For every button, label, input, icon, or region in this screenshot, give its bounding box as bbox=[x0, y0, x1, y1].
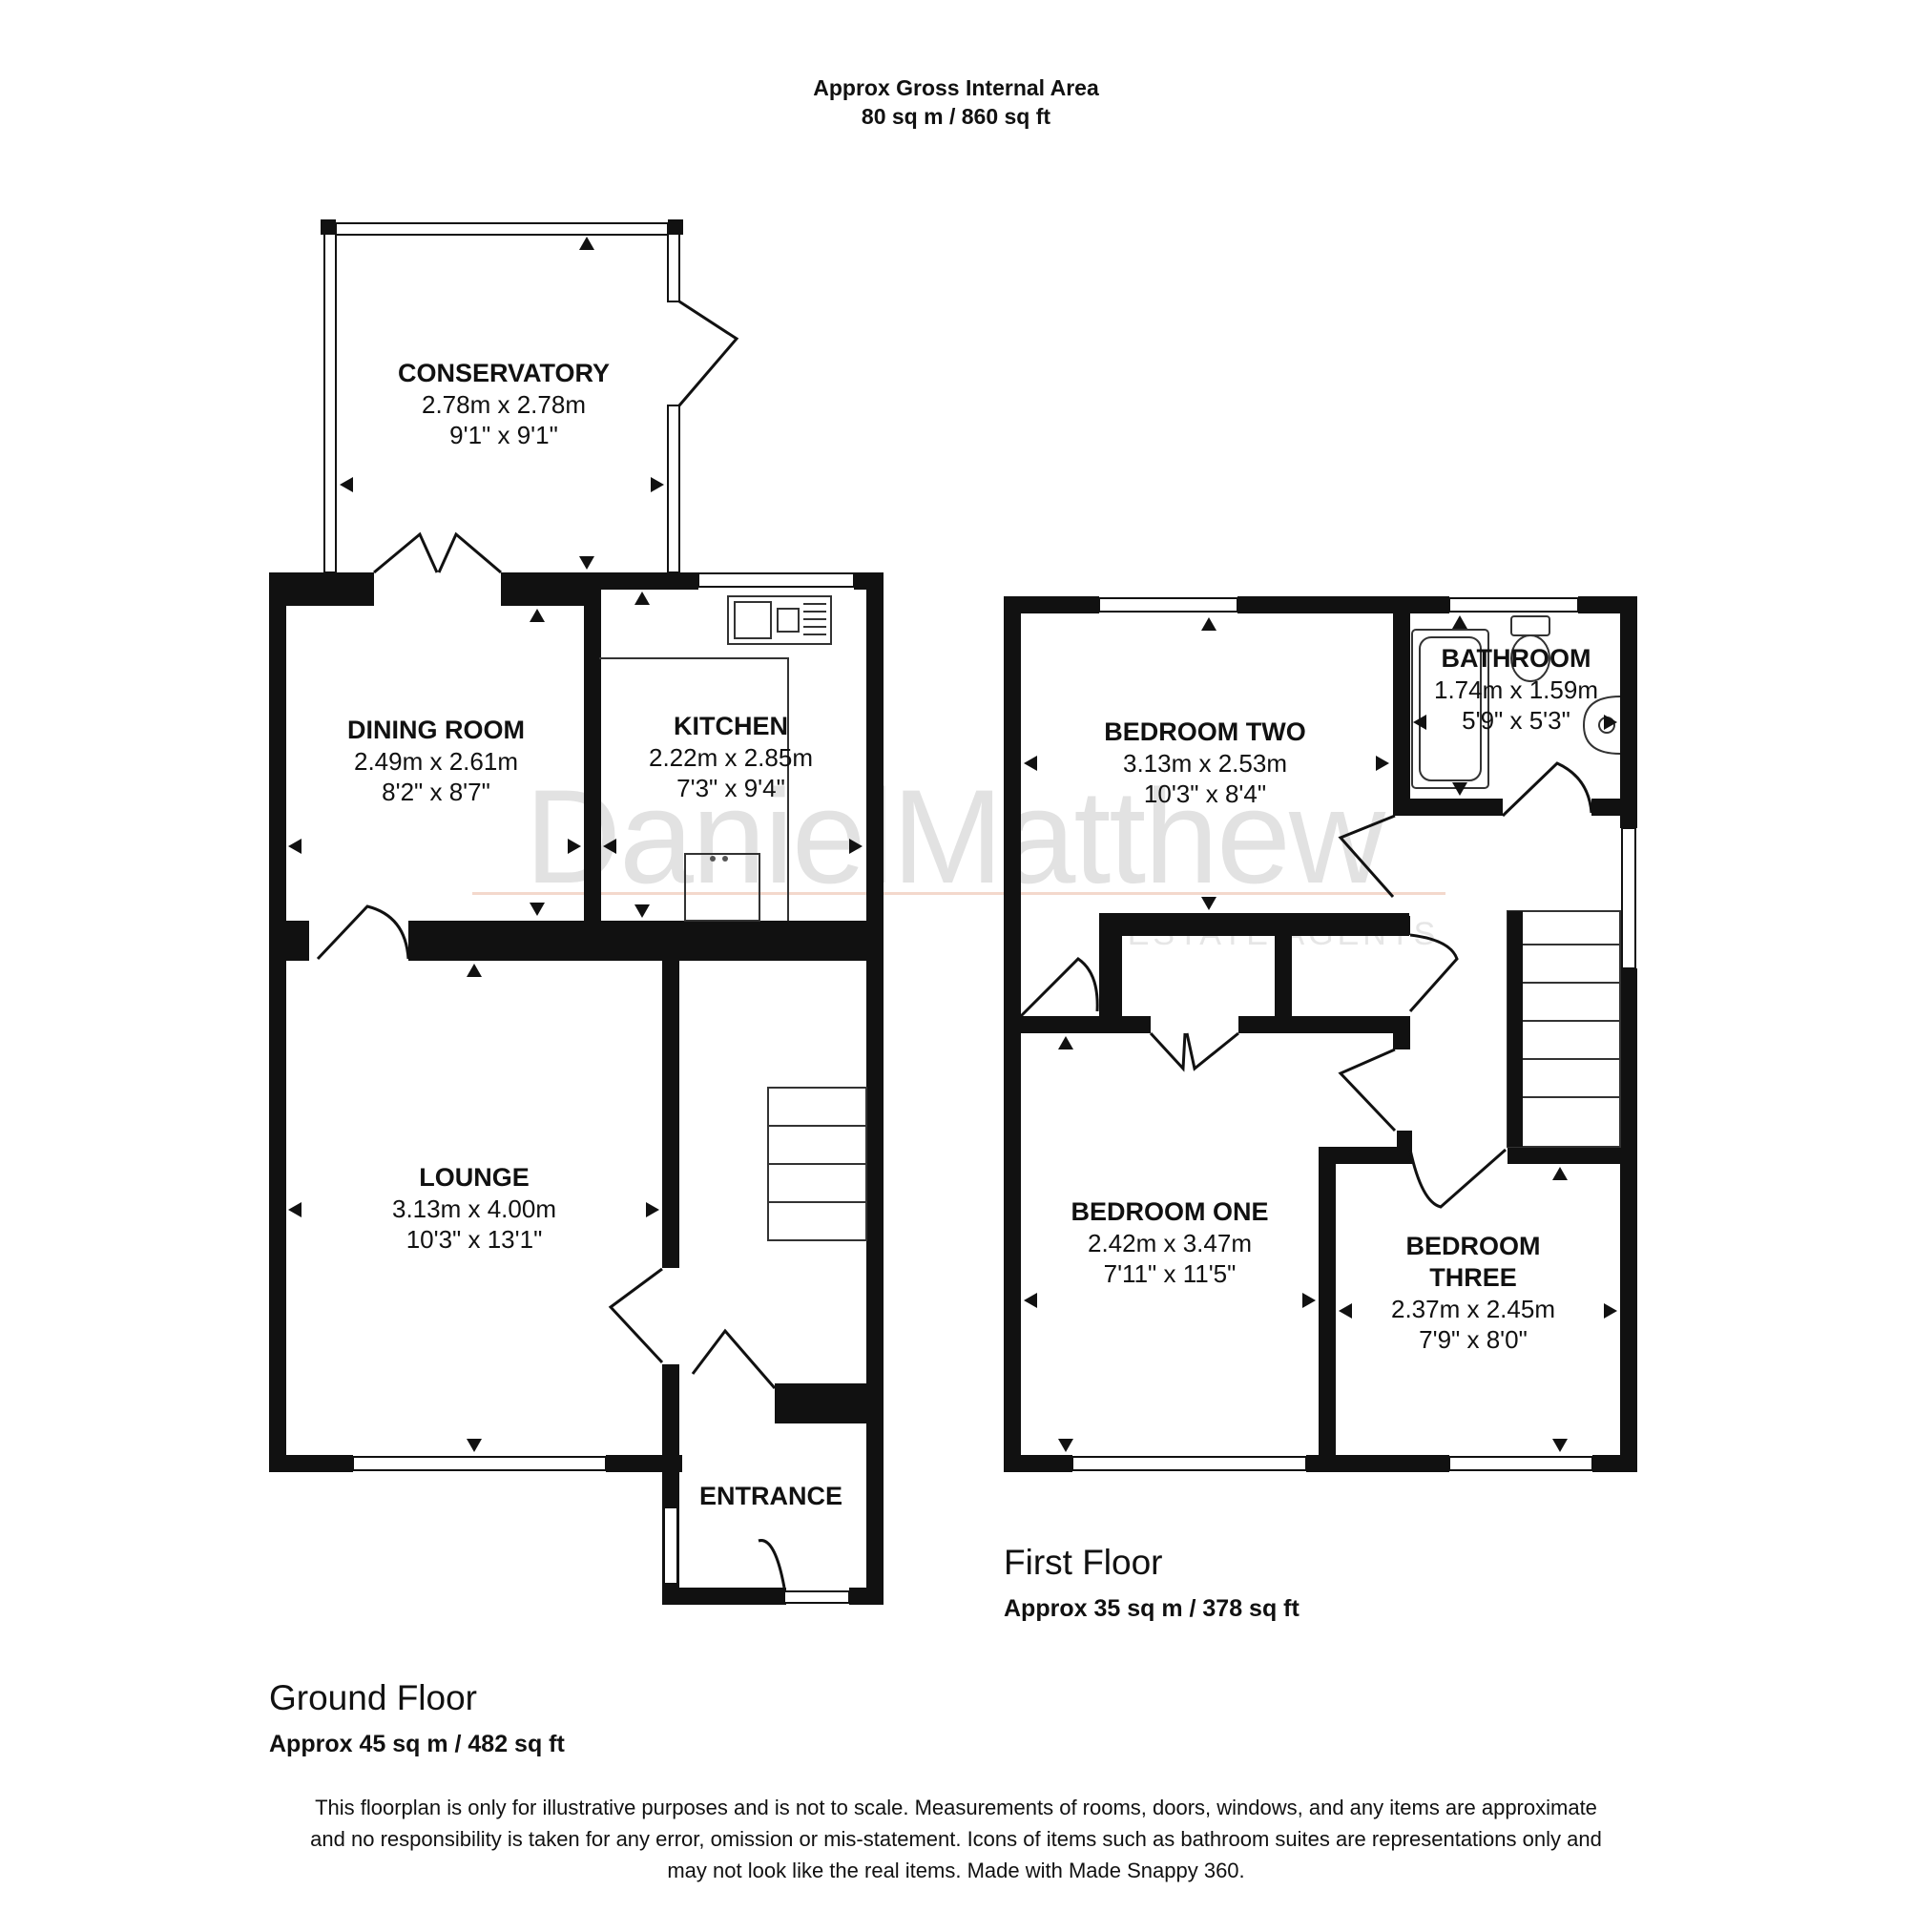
header-area: 80 sq m / 860 sq ft bbox=[862, 104, 1050, 129]
entrance-door-glazing bbox=[783, 1590, 850, 1604]
bathroom-door bbox=[1501, 761, 1593, 818]
room-label-bedroom-one: BEDROOM ONE 2.42m x 3.47m 7'11" x 11'5" bbox=[1071, 1197, 1268, 1288]
watermark-brand: DanielMatthew bbox=[525, 761, 1386, 911]
bedroom-one-wardrobe-doors bbox=[1149, 1031, 1239, 1072]
bedroom-two-cupboard-door bbox=[1019, 957, 1099, 1018]
svg-text:3.13m x 4.00m: 3.13m x 4.00m bbox=[392, 1195, 556, 1223]
room-label-dining-room: DINING ROOM 2.49m x 2.61m 8'2" x 8'7" bbox=[347, 716, 525, 806]
svg-text:5'9" x 5'3": 5'9" x 5'3" bbox=[1462, 706, 1570, 735]
room-label-entrance: ENTRANCE bbox=[699, 1482, 842, 1510]
room-label-conservatory: CONSERVATORY 2.78m x 2.78m 9'1" x 9'1" bbox=[398, 359, 610, 449]
svg-text:BEDROOM: BEDROOM bbox=[1406, 1232, 1541, 1260]
room-label-bathroom: BATHROOM 1.74m x 1.59m 5'9" x 5'3" bbox=[1434, 644, 1598, 735]
svg-text:2.22m x 2.85m: 2.22m x 2.85m bbox=[649, 743, 813, 772]
bedroom-one-window bbox=[1071, 1456, 1307, 1471]
dimension-markers-ground bbox=[288, 237, 863, 1452]
first-floor-plan: BEDROOM TWO 3.13m x 2.53m 10'3" x 8'4" B… bbox=[1004, 596, 1637, 1472]
svg-text:BEDROOM TWO: BEDROOM TWO bbox=[1104, 717, 1305, 746]
ground-floor-area: Approx 45 sq m / 482 sq ft bbox=[269, 1731, 565, 1757]
disclaimer: This floorplan is only for illustrative … bbox=[310, 1796, 1602, 1882]
bedroom-three-window bbox=[1448, 1456, 1593, 1471]
svg-text:CONSERVATORY: CONSERVATORY bbox=[398, 359, 610, 387]
bath-icon bbox=[1411, 629, 1489, 789]
conservatory-window-right-lower bbox=[667, 405, 680, 573]
conservatory-window-left bbox=[323, 222, 337, 573]
svg-text:and no responsibility is taken: and no responsibility is taken for any e… bbox=[310, 1827, 1602, 1851]
room-label-bedroom-two: BEDROOM TWO 3.13m x 2.53m 10'3" x 8'4" bbox=[1104, 717, 1305, 808]
room-label-lounge: LOUNGE 3.13m x 4.00m 10'3" x 13'1" bbox=[392, 1163, 556, 1254]
dining-french-doors bbox=[373, 531, 502, 574]
lounge-window bbox=[352, 1456, 607, 1471]
first-floor-label: First Floor bbox=[1004, 1543, 1163, 1582]
bedroom-three-door bbox=[1408, 1148, 1507, 1209]
svg-text:7'3" x 9'4": 7'3" x 9'4" bbox=[676, 774, 785, 802]
room-label-bedroom-three: BEDROOM THREE 2.37m x 2.45m 7'9" x 8'0" bbox=[1391, 1232, 1555, 1354]
kitchen-window bbox=[697, 572, 855, 588]
svg-text:8'2" x 8'7": 8'2" x 8'7" bbox=[382, 778, 490, 806]
conservatory-window-right-upper bbox=[667, 222, 680, 302]
svg-text:7'9" x 8'0": 7'9" x 8'0" bbox=[1419, 1325, 1528, 1354]
dining-lounge-door bbox=[316, 904, 410, 961]
svg-text:2.78m x 2.78m: 2.78m x 2.78m bbox=[422, 390, 586, 419]
bedroom-two-door bbox=[1338, 814, 1396, 898]
svg-text:KITCHEN: KITCHEN bbox=[674, 712, 788, 740]
svg-text:2.49m x 2.61m: 2.49m x 2.61m bbox=[354, 747, 518, 776]
room-label-kitchen: KITCHEN 2.22m x 2.85m 7'3" x 9'4" bbox=[649, 712, 813, 802]
svg-text:1.74m x 1.59m: 1.74m x 1.59m bbox=[1434, 675, 1598, 704]
svg-text:10'3" x 8'4": 10'3" x 8'4" bbox=[1144, 779, 1266, 808]
svg-text:BATHROOM: BATHROOM bbox=[1442, 644, 1591, 673]
svg-text:This floorplan is only for ill: This floorplan is only for illustrative … bbox=[315, 1796, 1597, 1819]
entrance-side-window bbox=[663, 1506, 678, 1585]
first-floor-stairs bbox=[1507, 910, 1621, 1148]
kitchen-sink-icon bbox=[727, 595, 832, 645]
svg-text:BEDROOM ONE: BEDROOM ONE bbox=[1071, 1197, 1268, 1226]
first-floor-area: Approx 35 sq m / 378 sq ft bbox=[1004, 1595, 1300, 1622]
bedroom-one-door bbox=[1338, 1048, 1397, 1132]
ground-stairs bbox=[767, 1087, 867, 1241]
svg-text:DINING ROOM: DINING ROOM bbox=[347, 716, 525, 744]
ground-floor-label: Ground Floor bbox=[269, 1678, 477, 1717]
svg-text:LOUNGE: LOUNGE bbox=[419, 1163, 530, 1192]
ground-floor-plan: CONSERVATORY 2.78m x 2.78m 9'1" x 9'1" D… bbox=[269, 219, 884, 1605]
conservatory-door bbox=[677, 300, 739, 406]
conservatory-window-top bbox=[323, 222, 676, 236]
svg-text:may not look like the real ite: may not look like the real items. Made w… bbox=[667, 1859, 1244, 1882]
svg-text:9'1" x 9'1": 9'1" x 9'1" bbox=[449, 421, 558, 449]
svg-text:10'3" x 13'1": 10'3" x 13'1" bbox=[406, 1225, 543, 1254]
svg-text:2.37m x 2.45m: 2.37m x 2.45m bbox=[1391, 1295, 1555, 1323]
landing-window bbox=[1621, 827, 1636, 969]
kitchen-units bbox=[599, 657, 789, 922]
bedroom-two-window bbox=[1098, 597, 1238, 613]
svg-text:2.42m x 3.47m: 2.42m x 3.47m bbox=[1088, 1229, 1252, 1257]
landing-cupboard-door bbox=[1408, 933, 1459, 1012]
toilet-icon bbox=[1510, 615, 1550, 682]
svg-text:THREE: THREE bbox=[1429, 1263, 1517, 1292]
svg-text:7'11" x 11'5": 7'11" x 11'5" bbox=[1104, 1259, 1237, 1288]
bathroom-window bbox=[1448, 597, 1579, 613]
basin-icon bbox=[1582, 696, 1621, 755]
svg-text:3.13m x 2.53m: 3.13m x 2.53m bbox=[1123, 749, 1287, 778]
header-title: Approx Gross Internal Area bbox=[813, 75, 1099, 100]
front-door bbox=[758, 1539, 786, 1589]
lounge-hall-door bbox=[608, 1267, 664, 1364]
dimension-markers-first bbox=[1024, 615, 1617, 1452]
entrance-inner-door bbox=[691, 1328, 777, 1389]
